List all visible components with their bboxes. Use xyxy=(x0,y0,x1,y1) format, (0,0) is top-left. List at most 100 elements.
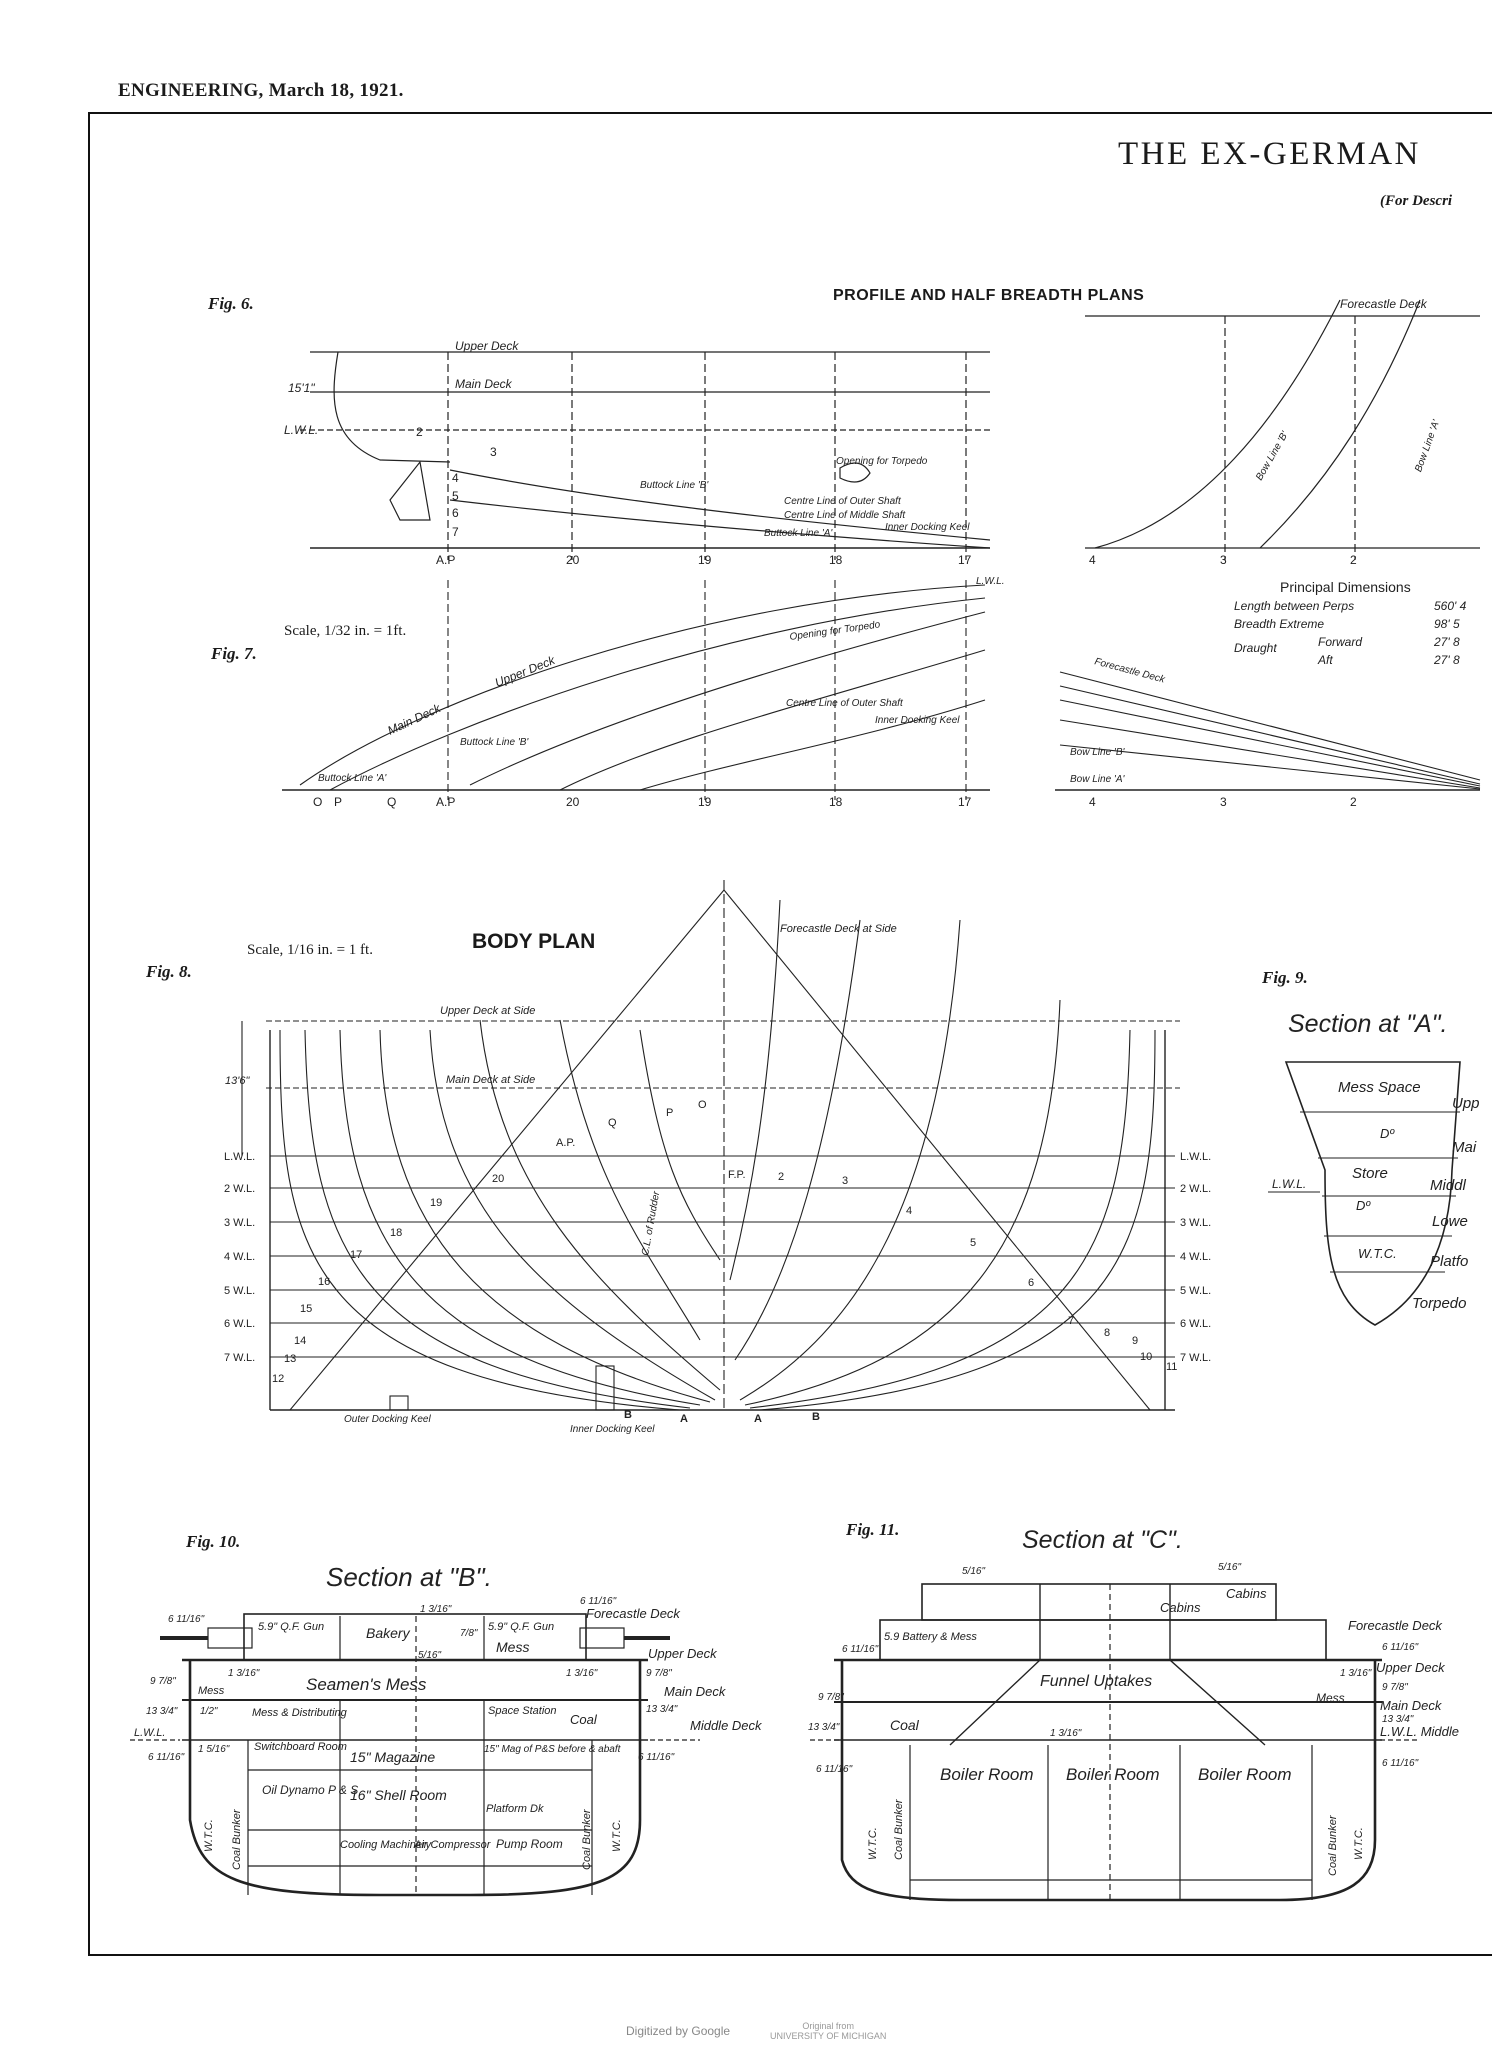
plate-3: 1 3/16" xyxy=(420,1604,452,1615)
room-15in-magazine: 15" Magazine xyxy=(350,1749,435,1765)
fig7-buttock-a: Buttock Line 'A' xyxy=(318,773,387,784)
dim-aft-label: Aft xyxy=(1317,653,1333,667)
wl-label-4: 4 W.L. xyxy=(224,1251,255,1263)
drawing-line xyxy=(1284,1061,1461,1326)
section-14: 14 xyxy=(294,1335,306,1347)
section-17: 17 xyxy=(350,1249,362,1261)
fig7-station-19: 19 xyxy=(698,795,712,809)
buttock-a-note: Buttock Line 'A' xyxy=(764,528,833,539)
wl-label-7-right: 7 W.L. xyxy=(1180,1352,1211,1364)
plate-subtitle: (For Descri xyxy=(1380,193,1453,209)
section-4: 4 xyxy=(906,1205,912,1217)
dim-breadth-label: Breadth Extreme xyxy=(1234,617,1324,631)
fig11-room-wtc-left: W.T.C. xyxy=(867,1827,879,1860)
plate-15: 1 5/16" xyxy=(198,1744,230,1755)
section-16: 16 xyxy=(318,1276,330,1288)
room-15in-mag-ps: 15" Mag of P&S before & abaft xyxy=(484,1744,622,1755)
inner-docking-keel xyxy=(595,1365,615,1411)
fig8-scale: Scale, 1/16 in. = 1 ft. xyxy=(247,942,373,958)
bow-a-note: Bow Line 'A' xyxy=(1413,418,1442,474)
room-mess-distributing: Mess & Distributing xyxy=(252,1707,348,1719)
fig9-deck-upper: Upp xyxy=(1452,1095,1480,1112)
stern-profile xyxy=(333,351,451,463)
drawing-line xyxy=(759,1029,1156,1411)
station-ap: A.P xyxy=(436,553,455,567)
main-deck-label: Main Deck xyxy=(455,377,513,391)
fig7-bow-b: Bow Line 'B' xyxy=(1070,747,1125,758)
drawing-line xyxy=(559,649,986,791)
wl-label-2: 2 W.L. xyxy=(224,1183,255,1195)
section-11: 11 xyxy=(1166,1361,1177,1373)
drawing-line xyxy=(739,919,961,1401)
fig11-room-cabins: Cabins xyxy=(1160,1600,1201,1615)
fig11-lwl-middle: L.W.L. Middle xyxy=(1380,1724,1459,1739)
room-mess-fwd: Mess xyxy=(496,1639,529,1655)
plate-2: 6 11/16" xyxy=(580,1596,617,1607)
lwl-label: L.W.L. xyxy=(284,423,318,437)
fig11-room-battery-mess: 5.9 Battery & Mess xyxy=(884,1631,977,1643)
wl-label-lwl-right: L.W.L. xyxy=(1180,1151,1211,1163)
fig10-main-deck: Main Deck xyxy=(664,1684,727,1699)
forecastle xyxy=(243,1613,587,1661)
fig11-heading: Section at "C". xyxy=(1022,1526,1183,1554)
fig7-station-q: Q xyxy=(387,795,396,809)
fig10-labels: Section at "B". Forecastle Deck Upper De… xyxy=(134,1562,763,1870)
fig11-labels: Section at "C". Forecastle Deck Upper De… xyxy=(867,1526,1459,1876)
bow-line-a xyxy=(1259,299,1421,549)
drawing-line xyxy=(744,999,1061,1406)
wl-label-5: 5 W.L. xyxy=(224,1285,255,1297)
fig11-room-wtc-right: W.T.C. xyxy=(1353,1827,1365,1860)
fig7-bow-a: Bow Line 'A' xyxy=(1070,774,1125,785)
drawing-line xyxy=(639,699,986,791)
drawing-line xyxy=(729,899,781,1281)
fig7-main-deck: Main Deck xyxy=(385,701,443,738)
bow-b-note: Bow Line 'B' xyxy=(1254,429,1291,483)
upper-deck-label: Upper Deck xyxy=(455,339,519,353)
fig9-label: Fig. 9. xyxy=(1262,968,1308,987)
room-oil-dynamo: Oil Dynamo P & S xyxy=(262,1783,358,1797)
fig7-scale: Scale, 1/32 in. = 1ft. xyxy=(284,623,407,639)
section-10: 10 xyxy=(1140,1351,1152,1363)
dim-forward-value: 27' 8 xyxy=(1433,635,1460,649)
plate-1: 6 11/16" xyxy=(168,1614,205,1625)
fig11-upper-deck: Upper Deck xyxy=(1376,1660,1446,1675)
drawing-line xyxy=(304,1029,691,1409)
fig7-station-4: 4 xyxy=(1089,795,1096,809)
fig8-label: Fig. 8. xyxy=(146,962,192,981)
buttock-a-mark-left: A xyxy=(680,1413,688,1425)
outer-shaft-note: Centre Line of Outer Shaft xyxy=(784,496,902,507)
station-20: 20 xyxy=(566,553,580,567)
section-8: 8 xyxy=(1104,1327,1110,1339)
drawing-line xyxy=(639,1029,721,1261)
wl-6: 6 xyxy=(452,506,459,520)
fig11-plate-5: 9 7/8" xyxy=(818,1692,844,1703)
bow-line-b xyxy=(1094,299,1341,549)
drawing-line xyxy=(840,1660,1377,1902)
fig11-plate-8: 6 11/16" xyxy=(1382,1642,1419,1653)
wl-7: 7 xyxy=(452,525,459,539)
drawing-line xyxy=(289,889,725,1411)
room-air-compressor: Air Compressor xyxy=(413,1839,492,1851)
fig9-deck-torpedo: Torpedo xyxy=(1412,1295,1467,1312)
plate-5: 5/16" xyxy=(418,1650,441,1661)
fig10-lwl: L.W.L. xyxy=(134,1727,165,1739)
fig11-room-mess: Mess xyxy=(1316,1691,1345,1705)
room-gun-right: 5.9" Q.F. Gun xyxy=(488,1621,554,1633)
wl-label-7: 7 W.L. xyxy=(224,1352,255,1364)
fig11-plate-2: 5/16" xyxy=(1218,1562,1241,1573)
wl-label-6-right: 6 W.L. xyxy=(1180,1318,1211,1330)
drawing-line xyxy=(1059,685,1481,785)
fig9-room-store: Store xyxy=(1352,1165,1388,1182)
fig11-room-boiler-2: Boiler Room xyxy=(1066,1765,1160,1784)
drawing-line xyxy=(749,1029,1131,1409)
digitized-by-google: Digitized by Google xyxy=(626,2024,731,2038)
drawing-line xyxy=(1059,699,1481,787)
section-q: Q xyxy=(608,1117,617,1129)
main-deck-curve xyxy=(329,597,986,791)
drawing-line xyxy=(339,1029,701,1406)
fig7-station-2: 2 xyxy=(1350,795,1357,809)
dim-breadth-value: 98' 5 xyxy=(1434,617,1460,631)
fig9-room-mess-space: Mess Space xyxy=(1338,1079,1421,1096)
forecastle-house xyxy=(879,1619,1327,1661)
plate-11: 6 11/16" xyxy=(638,1752,675,1763)
